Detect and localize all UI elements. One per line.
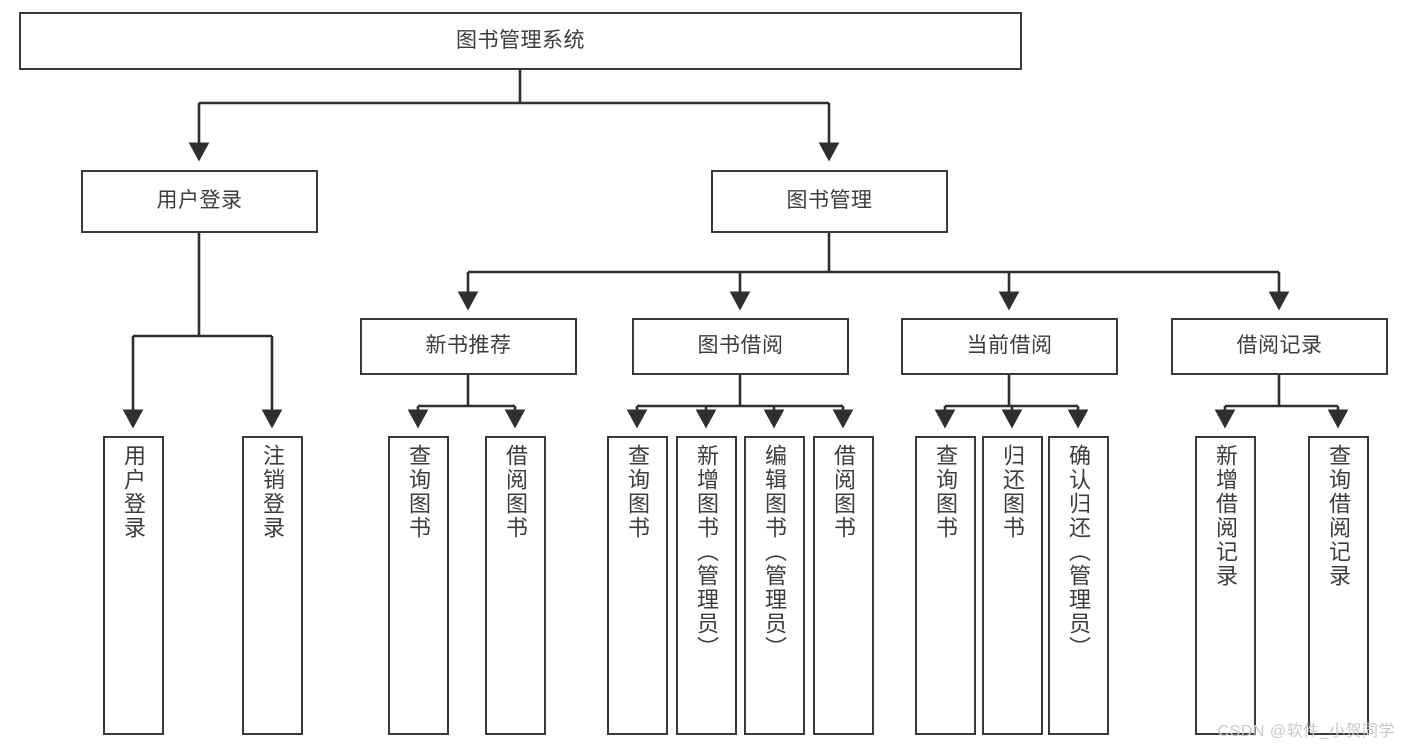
node-label: 借阅记录: [1236, 334, 1323, 358]
node-label: 查询图书: [933, 444, 959, 540]
node-root-book-management-system[interactable]: 图书管理系统: [19, 12, 1022, 70]
node-user-login[interactable]: 用户登录: [81, 170, 318, 233]
node-label: 确认归还（管理员）: [1066, 444, 1092, 660]
watermark: CSDN @软件_小贺同学: [1217, 723, 1395, 740]
leaf-query-book-recommendation[interactable]: 查询图书: [388, 436, 449, 735]
leaf-user-login[interactable]: 用户登录: [103, 436, 164, 735]
leaf-query-borrowing-record[interactable]: 查询借阅记录: [1308, 436, 1369, 735]
leaf-return-book[interactable]: 归还图书: [982, 436, 1043, 735]
leaf-borrow-book-borrowing[interactable]: 借阅图书: [813, 436, 874, 735]
node-label: 新书推荐: [425, 334, 512, 358]
node-label: 用户登录: [156, 189, 243, 213]
leaf-borrow-book-recommendation[interactable]: 借阅图书: [485, 436, 546, 735]
node-borrowing-record[interactable]: 借阅记录: [1171, 318, 1388, 375]
node-label: 借阅图书: [831, 444, 857, 540]
node-label: 图书借阅: [697, 334, 784, 358]
node-label: 用户登录: [121, 444, 147, 540]
node-label: 借阅图书: [503, 444, 529, 540]
node-label: 新增借阅记录: [1213, 444, 1239, 588]
leaf-logout[interactable]: 注销登录: [242, 436, 303, 735]
node-current-borrowing[interactable]: 当前借阅: [901, 318, 1118, 375]
node-book-management[interactable]: 图书管理: [711, 170, 948, 233]
node-label: 归还图书: [1000, 444, 1026, 540]
node-label: 编辑图书（管理员）: [762, 444, 788, 660]
leaf-query-book-current[interactable]: 查询图书: [915, 436, 976, 735]
node-label: 查询图书: [406, 444, 432, 540]
node-label: 当前借阅: [966, 334, 1053, 358]
node-label: 图书管理: [786, 189, 873, 213]
node-label: 图书管理系统: [456, 28, 585, 52]
leaf-add-borrowing-record[interactable]: 新增借阅记录: [1195, 436, 1256, 735]
node-new-book-recommendation[interactable]: 新书推荐: [360, 318, 577, 375]
node-label: 查询借阅记录: [1326, 444, 1352, 588]
node-book-borrowing[interactable]: 图书借阅: [632, 318, 849, 375]
node-label: 注销登录: [260, 444, 286, 540]
node-label: 新增图书（管理员）: [694, 444, 720, 660]
leaf-query-book-borrowing[interactable]: 查询图书: [607, 436, 668, 735]
leaf-confirm-return-admin[interactable]: 确认归还（管理员）: [1048, 436, 1109, 735]
leaf-add-book-admin[interactable]: 新增图书（管理员）: [676, 436, 737, 735]
node-label: 查询图书: [625, 444, 651, 540]
leaf-edit-book-admin[interactable]: 编辑图书（管理员）: [744, 436, 805, 735]
